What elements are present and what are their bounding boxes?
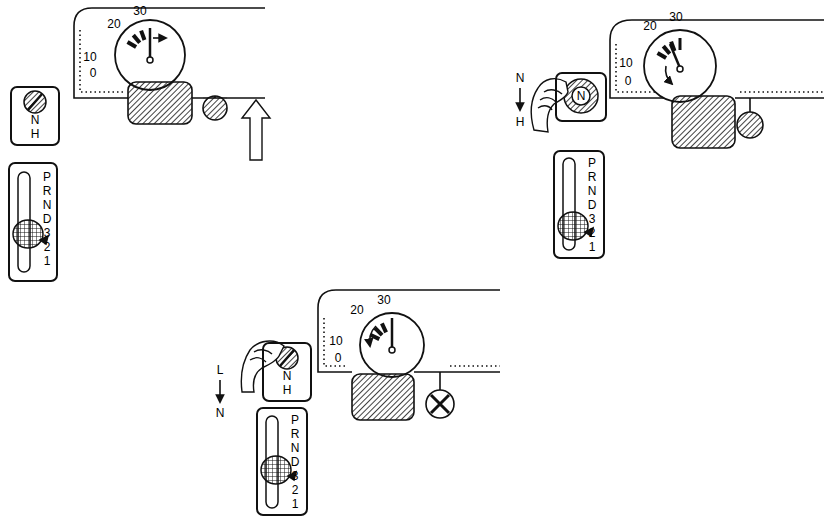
speed-gauge-part xyxy=(679,38,682,50)
control-unit-part xyxy=(203,97,227,99)
move-arrow xyxy=(219,380,221,402)
speed-scale-number: 20 xyxy=(107,17,120,31)
pointer-arrow xyxy=(242,100,270,160)
speed-scale-number: 30 xyxy=(133,4,146,18)
move-arrow-part xyxy=(519,88,521,110)
speed-gauge-part xyxy=(370,326,376,346)
speed-gauge-part xyxy=(115,20,185,90)
speed-gauge-part xyxy=(147,57,153,63)
speed-gauge-part xyxy=(677,66,683,72)
hand-part xyxy=(250,350,272,362)
control-unit-part xyxy=(740,98,760,112)
hand-part xyxy=(531,79,568,132)
hand-part xyxy=(538,90,562,110)
control-unit-part xyxy=(431,395,449,413)
speed-gauge xyxy=(644,30,716,102)
gear-position-letters: P R N D 3 2 1 xyxy=(289,413,301,511)
switch-position-letters: N H xyxy=(29,113,41,141)
selector-knob-part xyxy=(28,94,42,110)
dashboard-outline-part xyxy=(610,20,824,98)
switch-move-label: L xyxy=(217,363,224,377)
gear-selector-box: P R N D 3 2 1 xyxy=(256,407,308,516)
switch-position-letters: N xyxy=(575,89,587,103)
speed-gauge xyxy=(115,20,185,90)
control-unit-part xyxy=(352,374,414,420)
dashboard-outline-part xyxy=(192,97,265,99)
speed-gauge-part xyxy=(382,323,386,332)
speed-gauge-part xyxy=(658,53,667,58)
control-unit xyxy=(128,82,227,124)
pointer-arrow-part xyxy=(242,100,270,160)
speed-gauge-part xyxy=(133,35,139,43)
speed-scale-number: 0 xyxy=(90,66,97,80)
selector-knob-part xyxy=(24,91,46,113)
speed-scale-number: 30 xyxy=(377,293,390,307)
selector-knob-part xyxy=(280,350,294,366)
control-unit xyxy=(352,372,454,420)
speed-gauge-part xyxy=(663,46,669,54)
speed-gauge-part xyxy=(370,335,379,339)
switch-move-label: H xyxy=(516,115,525,129)
selector-switch-box: N H xyxy=(262,342,312,402)
move-arrow-part xyxy=(219,380,221,402)
speed-gauge-part xyxy=(666,66,672,84)
selector-knob xyxy=(564,79,598,113)
speed-gauge-part xyxy=(153,37,166,39)
speed-scale-number: 0 xyxy=(625,74,632,88)
selector-switch-box: N H xyxy=(10,86,60,146)
hand xyxy=(531,79,568,132)
gear-lever-part xyxy=(558,212,588,240)
speed-gauge-part xyxy=(670,44,680,68)
control-unit-part xyxy=(672,96,735,148)
selector-knob-part xyxy=(572,87,590,105)
speed-scale-number: 20 xyxy=(643,19,656,33)
switch-move-label: N xyxy=(216,406,225,420)
speed-gauge-part xyxy=(389,347,395,353)
speed-scale-number: 10 xyxy=(329,334,342,348)
control-unit-part xyxy=(128,82,192,124)
speed-gauge-part xyxy=(644,30,716,102)
switch-move-label: N xyxy=(516,71,525,85)
speed-scale-number: 10 xyxy=(619,56,632,70)
speed-gauge-part xyxy=(149,28,152,58)
move-arrow xyxy=(519,88,521,110)
gear-lever-part xyxy=(13,220,43,248)
selector-switch-box: N xyxy=(555,72,607,122)
gear-position-letters: P R N D 3 2 1 xyxy=(586,156,598,254)
speed-gauge-part xyxy=(375,328,382,335)
speed-scale-number: 0 xyxy=(335,351,342,365)
speed-gauge-part xyxy=(141,31,144,40)
control-unit-part xyxy=(430,372,450,390)
speed-gauge-part xyxy=(360,313,424,377)
speed-gauge-part xyxy=(391,318,394,348)
speed-scale-number: 30 xyxy=(669,10,682,24)
speed-scale-number: 20 xyxy=(350,303,363,317)
dashboard-outline xyxy=(610,20,824,98)
control-unit-part xyxy=(737,112,763,138)
speed-gauge-part xyxy=(128,42,137,47)
control-unit-part xyxy=(203,96,227,120)
dashboard-outline-part xyxy=(414,371,500,373)
gear-selector-box: P R N D 3 2 1 xyxy=(553,150,605,259)
selector-knob xyxy=(24,91,46,113)
speed-gauge xyxy=(360,313,424,377)
control-unit xyxy=(672,96,763,148)
gear-lever-part xyxy=(261,456,291,484)
gear-selector-box: P R N D 3 2 1 xyxy=(8,162,58,282)
selector-knob-part xyxy=(564,79,598,113)
switch-position-letters: N H xyxy=(281,369,293,397)
speed-scale-number: 10 xyxy=(83,50,96,64)
control-unit-part xyxy=(426,390,454,418)
gear-position-letters: P R N D 3 2 1 xyxy=(41,170,53,268)
